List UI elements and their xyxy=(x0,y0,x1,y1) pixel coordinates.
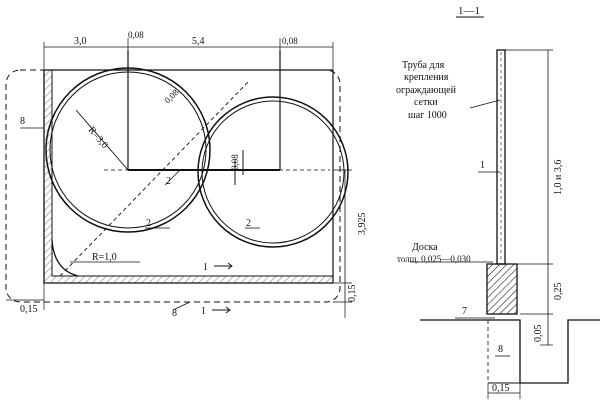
callout-leader-2-center xyxy=(164,169,181,186)
ring-right-inner xyxy=(201,100,345,244)
pipe-note-line-2: крепления xyxy=(404,72,449,83)
callout-2-left: 2 xyxy=(146,218,151,229)
pipe-note-line-3: ограждающей xyxy=(396,85,457,96)
section-view xyxy=(410,49,600,399)
callout-1-lower: 1 xyxy=(201,306,206,317)
board xyxy=(486,263,518,315)
pipe-note-line-4: сетки xyxy=(414,97,438,108)
section-dim-0-05: 0,05 xyxy=(533,325,544,343)
plan-enclosure-wall xyxy=(43,70,333,284)
section-callout-7: 7 xyxy=(462,306,467,317)
section-callout-8: 8 xyxy=(498,344,503,355)
plan-view xyxy=(5,38,352,318)
callout-8-left: 8 xyxy=(20,116,25,127)
callout-2-right: 2 xyxy=(246,218,251,229)
dim-top-0-08-b: 0,08 xyxy=(282,36,298,46)
dim-top-5-4: 5,4 xyxy=(192,36,205,47)
section-dim-0-25: 0,25 xyxy=(553,283,564,301)
ground-line xyxy=(420,319,600,384)
radius-large-label: R=3,0 xyxy=(86,125,110,151)
arrow-1-upper xyxy=(214,262,233,270)
section-dim-0-15: 0,15 xyxy=(492,383,510,394)
callout-2-center: 2 xyxy=(166,176,171,187)
dim-right-0-15: 0,15 xyxy=(347,285,358,303)
pipe-note-leader xyxy=(469,99,501,109)
section-callout-1: 1 xyxy=(480,160,485,171)
board-note-line-2: толщ. 0,025—0,030 xyxy=(397,254,471,264)
dim-right-3-925: 3,925 xyxy=(357,213,368,236)
radius-small-label: R=1,0 xyxy=(92,252,117,263)
arrow-1-lower xyxy=(212,306,231,314)
dim-bottom-left-0-15: 0,15 xyxy=(20,304,38,315)
callout-1-upper: 1 xyxy=(203,262,208,273)
dim-top-3-0: 3,0 xyxy=(74,36,87,47)
plan-wall-hatch-band xyxy=(44,70,333,283)
plan-diagonal-dashed xyxy=(59,79,251,277)
radius-small-arc xyxy=(51,239,79,277)
callout-8-bottom: 8 xyxy=(172,308,177,319)
pipe-note-line-1: Труба для xyxy=(402,60,445,71)
callout-leader-8-bottom xyxy=(172,301,191,311)
pipe-note-line-5: шаг 1000 xyxy=(408,110,447,121)
board-note-line-1: Доска xyxy=(412,242,438,253)
plan-outer-dashed-boundary xyxy=(5,69,341,303)
dim-inner-0-08-vert: 0,08 xyxy=(230,154,240,170)
ring-right-outer xyxy=(197,96,349,248)
dim-top-0-08-a: 0,08 xyxy=(128,30,144,40)
radius-large-leader xyxy=(75,109,129,171)
section-title: 1—1 xyxy=(458,5,480,17)
section-height-label: 1,0 и 3,6 xyxy=(553,160,564,195)
